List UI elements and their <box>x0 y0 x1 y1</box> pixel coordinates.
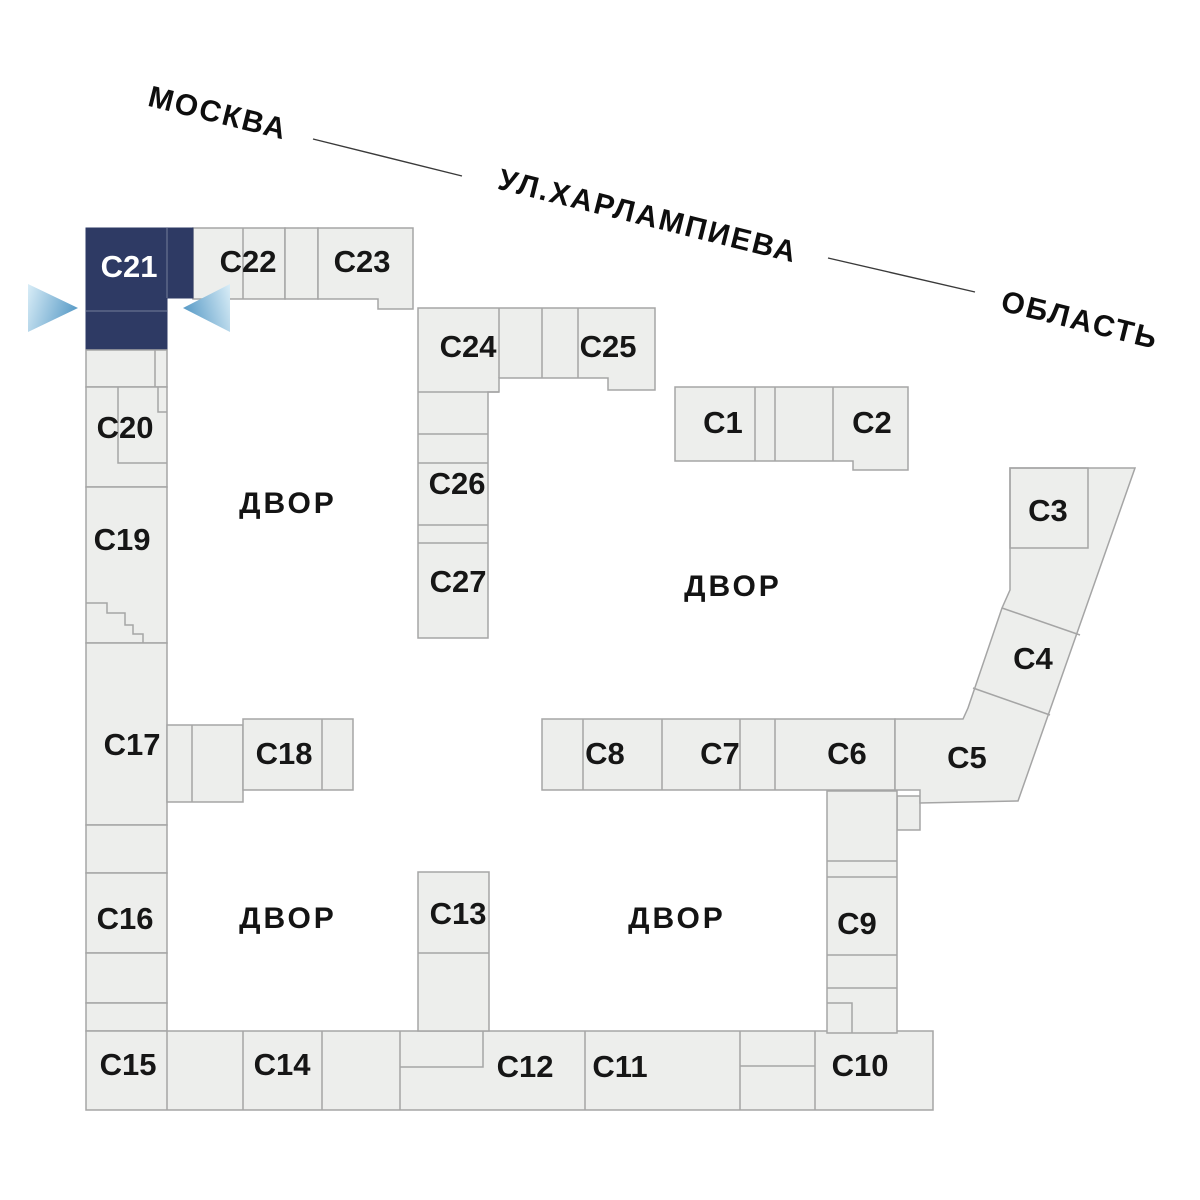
building-c13[interactable] <box>417 871 490 1032</box>
c1-c2-footprint[interactable] <box>674 386 909 471</box>
building-c6-label[interactable]: С6 <box>827 736 867 771</box>
wing-footprint[interactable] <box>894 467 1137 804</box>
building-c18-label[interactable]: С18 <box>256 736 313 771</box>
building-c17-label[interactable]: С17 <box>104 727 161 762</box>
street-label-oblast: ОБЛАСТЬ <box>998 285 1162 356</box>
courtyard-label-bottom-left: ДВОР <box>239 902 337 935</box>
building-c22-label[interactable]: С22 <box>220 244 277 279</box>
courtyard-label-top-right: ДВОР <box>684 570 782 603</box>
building-c9-footprint[interactable] <box>826 790 898 1034</box>
building-c18[interactable] <box>242 718 354 791</box>
building-c23-label[interactable]: С23 <box>334 244 391 279</box>
entrance-arrow-icon <box>183 284 230 332</box>
building-c1-label[interactable]: С1 <box>703 405 743 440</box>
building-c19[interactable] <box>85 486 168 644</box>
building-c9[interactable] <box>826 790 921 1034</box>
building-c9-inner-step <box>827 1002 853 1033</box>
building-c25-label[interactable]: С25 <box>580 329 637 364</box>
building-c19-stairs <box>86 602 144 643</box>
bottom-strip-footprint[interactable] <box>85 1030 934 1111</box>
building-c9-top-step <box>896 795 921 831</box>
building-c17-footprint[interactable] <box>85 642 168 826</box>
building-row-c1-c2 <box>674 386 909 471</box>
building-c5-label[interactable]: С5 <box>947 740 987 775</box>
diagonal-wing <box>894 467 1137 804</box>
bottom-building-strip <box>85 1030 934 1111</box>
building-c16-label[interactable]: С16 <box>97 901 154 936</box>
building-c26-label[interactable]: С26 <box>429 466 486 501</box>
building-c7-label[interactable]: С7 <box>700 736 740 771</box>
building-c11-label[interactable]: С11 <box>592 1049 647 1084</box>
building-c14-label[interactable]: С14 <box>254 1047 312 1082</box>
building-c3-outline[interactable] <box>1009 467 1089 549</box>
building-c21-highlighted[interactable] <box>85 227 194 351</box>
building-c18-footprint[interactable] <box>242 718 354 791</box>
building-c13-footprint[interactable] <box>417 871 490 1032</box>
street-label-kharlampieva: УЛ.ХАРЛАМПИЕВА <box>495 163 801 269</box>
building-c10-label[interactable]: С10 <box>832 1048 889 1083</box>
building-c8-label[interactable]: С8 <box>585 736 625 771</box>
building-c13-label[interactable]: С13 <box>430 896 487 931</box>
building-l-c24-c27 <box>417 307 656 639</box>
building-c3-label[interactable]: С3 <box>1028 493 1068 528</box>
street-line-left <box>312 138 463 177</box>
courtyard-label-top-left: ДВОР <box>239 487 337 520</box>
building-c20-label[interactable]: С20 <box>97 410 154 445</box>
street-label-moscow: МОСКВА <box>145 80 291 146</box>
entrance-arrow-icon <box>28 284 78 332</box>
middle-building-row <box>541 718 896 791</box>
building-c22-footprint[interactable] <box>192 227 286 300</box>
building-c27-label[interactable]: С27 <box>430 564 487 599</box>
wing-divider <box>1001 607 1081 636</box>
middle-row-footprint[interactable] <box>541 718 896 791</box>
building-c15-label[interactable]: С15 <box>100 1047 157 1082</box>
building-segment <box>85 349 168 388</box>
building-segment <box>85 952 168 1004</box>
building-c21-footprint[interactable] <box>85 227 194 351</box>
building-c12-label[interactable]: С12 <box>497 1049 554 1084</box>
building-c4-label[interactable]: С4 <box>1013 641 1053 676</box>
courtyard-labels: ДВОР ДВОР ДВОР ДВОР <box>239 487 782 935</box>
building-c21-label[interactable]: С21 <box>101 249 158 284</box>
building-c24-label[interactable]: С24 <box>440 329 498 364</box>
building-segment <box>85 1002 168 1032</box>
building-c23-footprint[interactable] <box>317 227 414 310</box>
street-line-right <box>827 257 976 293</box>
building-c17[interactable] <box>85 642 244 826</box>
building-c22[interactable] <box>192 227 286 300</box>
segment-inner-line <box>400 1031 484 1068</box>
building-c17-wing[interactable] <box>166 724 244 803</box>
building-segment <box>85 824 168 874</box>
building-c9-label[interactable]: С9 <box>837 906 877 941</box>
building-c19-label[interactable]: С19 <box>94 522 151 557</box>
building-c2-label[interactable]: С2 <box>852 405 892 440</box>
building-c20-inner-outline <box>117 387 167 464</box>
building-c19-footprint[interactable] <box>85 486 168 644</box>
building-labels: С21 С22 С23 С24 С25 С26 С27 С20 С19 С17 … <box>94 244 1068 1084</box>
building-c20-notch <box>157 387 167 413</box>
courtyard-label-bottom-right: ДВОР <box>628 902 726 935</box>
left-building-strip <box>85 349 244 1032</box>
building-segment <box>284 227 319 300</box>
wing-divider <box>972 687 1051 716</box>
